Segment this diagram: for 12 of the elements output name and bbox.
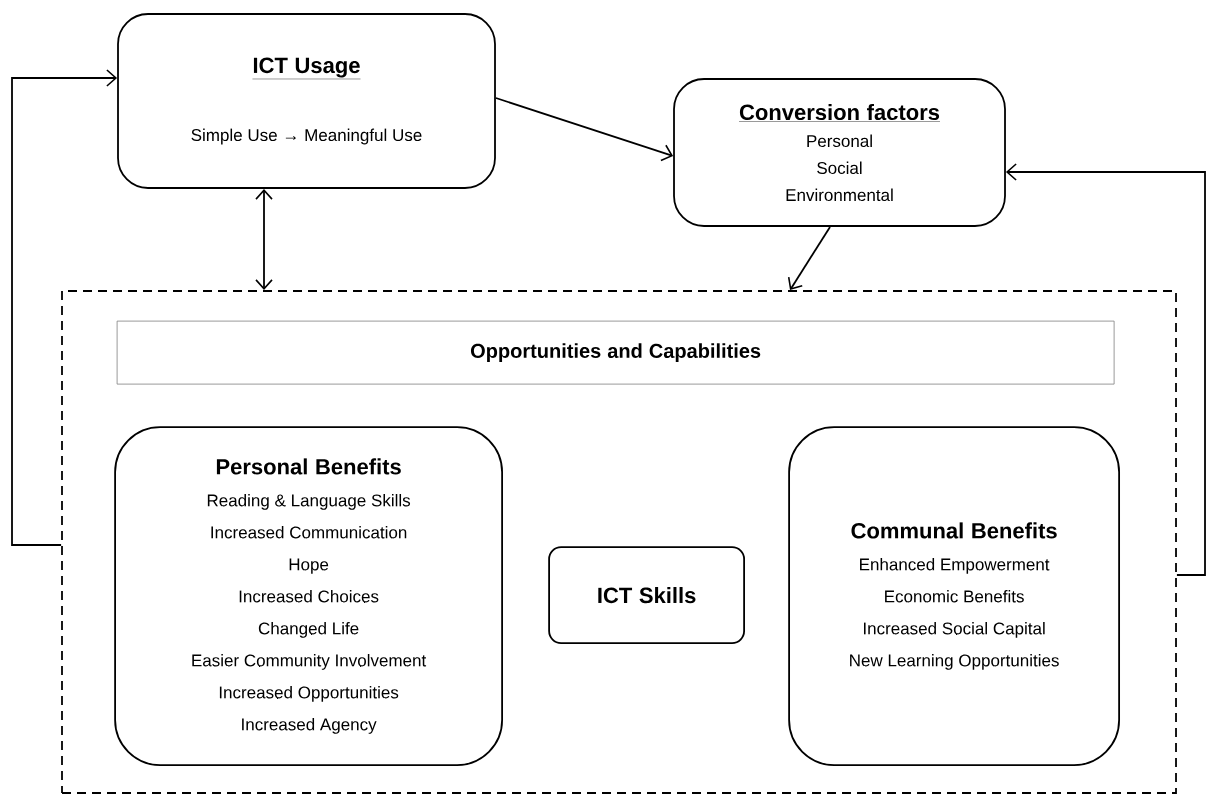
arrow: [255, 188, 273, 291]
arrow: [787, 226, 831, 291]
benefits-box: Personal Benefits Reading & Language Skills Increased Communication Hope Increased Choices Changed Life Easier Community Involvement Increased Opportunities Increased Agency: [114, 426, 503, 766]
arrow: [495, 97, 674, 162]
title-bar: Opportunities and Capabilities: [116, 320, 1115, 385]
process-box: ICT Usage Simple Use → Meaningful Use: [117, 13, 496, 189]
benefits-box: Communal Benefits Enhanced Empowerment Economic Benefits Increased Social Capital New Learning Opportunities: [788, 426, 1120, 766]
arrow: [11, 69, 118, 546]
process-box: ICT Skills: [548, 546, 745, 644]
arrow: [1005, 163, 1206, 576]
dashed-frame: [61, 290, 1177, 794]
process-box: Conversion factors Personal Social Environmental: [673, 78, 1006, 227]
